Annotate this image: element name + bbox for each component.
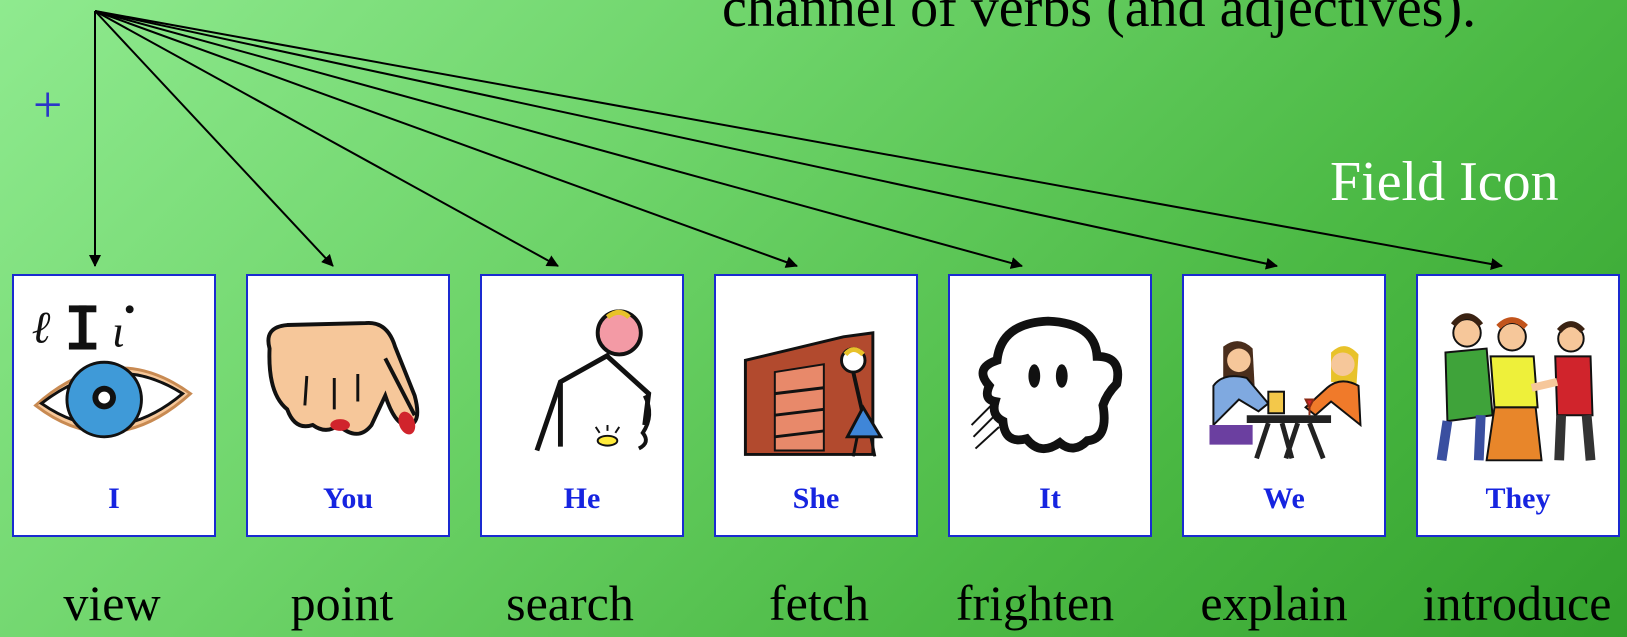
people-at-table-icon — [1209, 341, 1362, 460]
pronoun-label: She — [792, 482, 840, 515]
eye-icon: ℓ ι — [32, 303, 193, 439]
woman-at-shelf-icon — [743, 331, 884, 457]
card-he: He — [480, 274, 684, 537]
arrow-7 — [94, 10, 1503, 270]
pronoun-label: They — [1485, 482, 1551, 515]
pronoun-label: It — [1039, 482, 1061, 515]
arrow-4 — [94, 10, 798, 268]
verb-label-explain: explain — [1200, 575, 1348, 631]
pointing-hand-icon — [266, 321, 420, 436]
card-she: She — [714, 274, 918, 537]
svg-text:ℓ: ℓ — [32, 303, 51, 353]
pronoun-label: You — [322, 482, 374, 515]
arrow-6 — [94, 10, 1278, 270]
verb-label-search: search — [506, 575, 634, 631]
pronoun-label: We — [1263, 482, 1305, 515]
verb-label-fetch: fetch — [769, 575, 869, 631]
verb-label-view: view — [63, 575, 161, 631]
verb-label-frighten: frighten — [955, 575, 1115, 631]
arrow-3 — [94, 10, 559, 267]
arrow-2 — [94, 10, 334, 267]
svg-text:ι: ι — [112, 307, 125, 357]
card-you: You — [246, 274, 450, 537]
headline: channel of verbs (and adjectives). — [722, 0, 1477, 39]
ghost-icon — [970, 316, 1123, 453]
card-i: ℓ ι I — [12, 274, 216, 537]
pronoun-label: He — [563, 482, 601, 515]
verb-label-introduce: introduce — [1422, 575, 1612, 631]
pronoun-label: I — [108, 482, 120, 515]
card-it: It — [948, 274, 1152, 537]
field-icon-label: Field Icon — [1330, 151, 1559, 213]
card-we: We — [1182, 274, 1386, 537]
arrow-5 — [94, 10, 1023, 269]
plus-sign: + — [33, 77, 63, 134]
stick-figure-searching-icon — [534, 309, 652, 452]
three-people-handshake-icon — [1436, 313, 1596, 462]
verb-label-point: point — [290, 575, 394, 631]
card-they: They — [1416, 274, 1620, 537]
